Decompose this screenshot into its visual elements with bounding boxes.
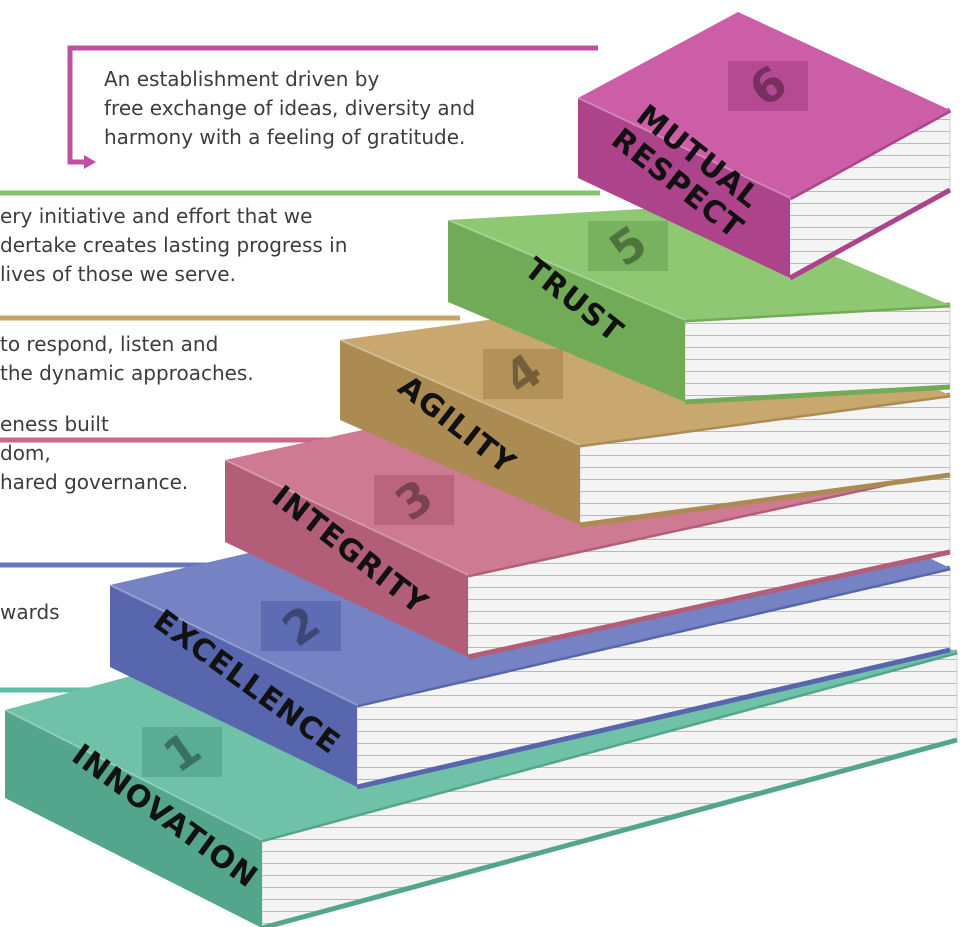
step-number-badge: 6 bbox=[728, 55, 808, 117]
description-line: ery initiative and effort that we bbox=[0, 204, 313, 228]
cover-highlight bbox=[339, 339, 581, 446]
description-line: the dynamic approaches. bbox=[0, 361, 254, 385]
step-number-badge: 3 bbox=[374, 469, 454, 531]
cover-edge bbox=[684, 384, 951, 405]
arrow-icon bbox=[84, 155, 96, 169]
description-line: An establishment driven by bbox=[104, 67, 380, 91]
step-number-badge: 4 bbox=[483, 343, 563, 405]
step-description-4: to respond, listen and the dynamic approa… bbox=[0, 330, 254, 388]
description-line: lives of those we serve. bbox=[0, 262, 236, 286]
step-description-6: An establishment driven by free exchange … bbox=[104, 65, 475, 152]
cover-edge bbox=[467, 549, 951, 660]
description-line: hared governance. bbox=[0, 470, 189, 494]
connector-line bbox=[67, 45, 598, 165]
step-number-badge: 5 bbox=[588, 215, 668, 277]
cover-highlight bbox=[109, 584, 358, 706]
book-spine bbox=[448, 220, 685, 402]
book-spine bbox=[225, 460, 468, 657]
number-badge-bg bbox=[142, 727, 222, 777]
description-line: dom, bbox=[0, 441, 51, 465]
cover-highlight bbox=[447, 219, 686, 321]
cover-edge bbox=[261, 737, 958, 927]
step-number-badge: 1 bbox=[142, 721, 222, 783]
book-spine bbox=[578, 98, 790, 278]
description-line: harmony with a feeling of gratitude. bbox=[104, 125, 466, 149]
number-badge-bg bbox=[261, 601, 341, 651]
step-description-5: ery initiative and effort that we dertake… bbox=[0, 202, 347, 289]
step-description-1: wards bbox=[0, 598, 60, 627]
description-line: to respond, listen and bbox=[0, 332, 219, 356]
number-badge-bg bbox=[588, 221, 668, 271]
step-number-badge: 2 bbox=[261, 595, 341, 657]
description-line: free exchange of ideas, diversity and bbox=[104, 96, 476, 120]
book-cover bbox=[448, 205, 950, 320]
cover-highlight bbox=[4, 709, 263, 841]
connector-lines bbox=[0, 45, 600, 693]
number-badge-bg bbox=[374, 475, 454, 525]
book-spine bbox=[5, 710, 262, 927]
cover-highlight bbox=[224, 459, 469, 576]
cover-edge bbox=[788, 187, 952, 281]
book-stack: 1INNOVATION2EXCELLENCE3INTEGRITY4AGILITY… bbox=[4, 12, 958, 927]
number-badge-bg bbox=[483, 349, 563, 399]
book-spine bbox=[110, 585, 357, 787]
description-line: wards bbox=[0, 600, 60, 624]
book-spine bbox=[340, 340, 580, 525]
step-description-3: eness built dom, hared governance. bbox=[0, 410, 188, 497]
description-line: eness built bbox=[0, 412, 109, 436]
number-badge-bg bbox=[728, 61, 808, 111]
cover-edge bbox=[356, 647, 951, 790]
cover-edge bbox=[579, 472, 951, 528]
description-line: dertake creates lasting progress in bbox=[0, 233, 348, 257]
cover-highlight bbox=[577, 97, 791, 199]
